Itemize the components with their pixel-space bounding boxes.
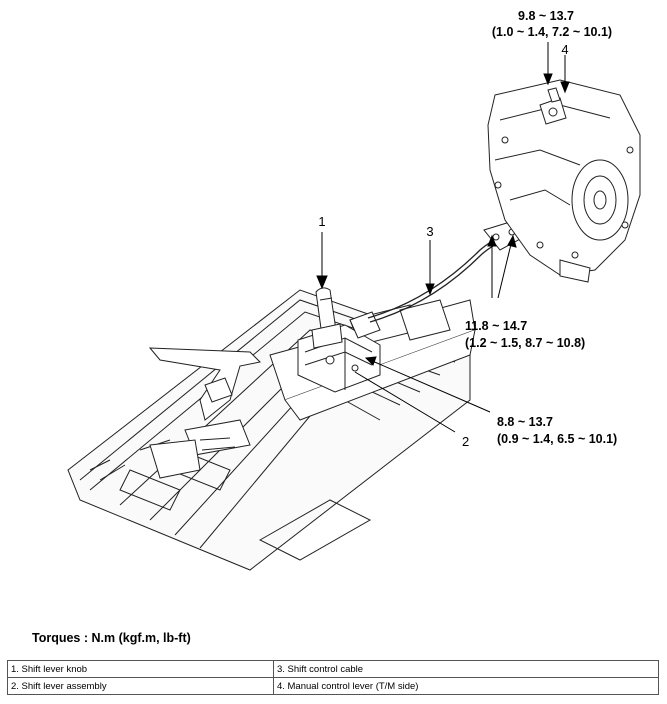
callout-1: 1	[318, 214, 325, 229]
manual-control-lever	[539, 87, 567, 125]
callout-3: 3	[426, 224, 433, 239]
shift-lever-knob	[311, 287, 343, 349]
callout-2: 2	[462, 434, 469, 449]
transmission	[487, 79, 641, 283]
torque-label-2: 11.8 ~ 14.7	[465, 319, 527, 333]
legend-item-3: 3. Shift control cable	[272, 660, 660, 678]
callout-4: 4	[561, 42, 568, 57]
torque-label-1: 9.8 ~ 13.7	[518, 9, 574, 23]
parts-legend-table: 1. Shift lever knob 3. Shift control cab…	[7, 660, 660, 695]
legend-item-4: 4. Manual control lever (T/M side)	[272, 677, 660, 695]
torques-title: Torques : N.m (kgf.m, lb-ft)	[32, 631, 191, 645]
leader-lines	[316, 42, 570, 433]
torque-label-3-sub: (0.9 ~ 1.4, 6.5 ~ 10.1)	[497, 432, 617, 446]
legend-item-1: 1. Shift lever knob	[7, 660, 274, 678]
table-row: 2. Shift lever assembly 4. Manual contro…	[7, 677, 660, 695]
torque-label-3: 8.8 ~ 13.7	[497, 415, 553, 429]
parking-brake	[148, 347, 262, 479]
shift-lever-diagram: 1 2 3 4 9.8 ~ 13.7 (1.0 ~ 1.4, 7.2 ~ 10.…	[67, 9, 641, 571]
legend-item-2: 2. Shift lever assembly	[7, 677, 274, 695]
torque-label-2-sub: (1.2 ~ 1.5, 8.7 ~ 10.8)	[465, 336, 585, 350]
table-row: 1. Shift lever knob 3. Shift control cab…	[7, 660, 660, 678]
torque-label-1-sub: (1.0 ~ 1.4, 7.2 ~ 10.1)	[492, 25, 612, 39]
